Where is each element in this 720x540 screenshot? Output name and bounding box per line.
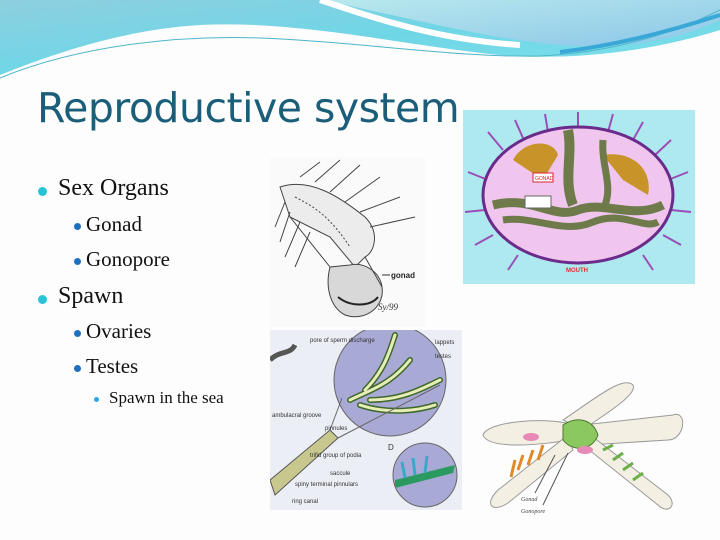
artist-signature: Sy/99 xyxy=(378,302,398,312)
testes-label: testes xyxy=(435,354,451,360)
pore-label: pore of sperm discharge xyxy=(310,338,375,344)
bullet-dot-icon xyxy=(74,365,81,372)
ambulacral-groove-label: ambulacral groove xyxy=(272,413,322,419)
bullet-dot-icon xyxy=(38,187,47,196)
starfish-dissection-image: Gonad Gonopore xyxy=(463,345,720,525)
figure-d-label: D xyxy=(388,443,394,452)
gonad-label: Gonad xyxy=(521,497,538,503)
bullet-dot-icon xyxy=(74,258,81,265)
bullet-dot-icon xyxy=(94,397,99,402)
mouth-label: MOUTH xyxy=(566,268,588,274)
crinoid-pinnule-diagram-image: pore of sperm discharge lappets testes a… xyxy=(270,330,462,510)
bullet-dot-icon xyxy=(74,330,81,337)
sea-urchin-diagram-image: GONAD MOUTH xyxy=(463,110,695,284)
bullet-dot-icon xyxy=(74,223,81,230)
bullet-dot-icon xyxy=(38,295,47,304)
gonad-label: gonad xyxy=(391,271,415,280)
gonad-label: GONAD xyxy=(535,176,554,182)
pinnules-label: pinnules xyxy=(325,426,347,432)
gonopore-label: Gonopore xyxy=(521,509,545,515)
lappets-label: lappets xyxy=(435,340,454,346)
slide-title: Reproductive system xyxy=(37,84,460,132)
ring-canal-label: ring canal xyxy=(292,499,318,505)
crinoid-arm-gonad-image: gonad Sy/99 xyxy=(270,157,425,327)
header-wave-decoration xyxy=(0,0,720,79)
trifid-podia-label: trifid group of podia xyxy=(310,453,362,459)
spiny-pinnulars-label: spiny terminal pinnulars xyxy=(295,482,358,488)
saccule-label: saccule xyxy=(330,471,351,477)
